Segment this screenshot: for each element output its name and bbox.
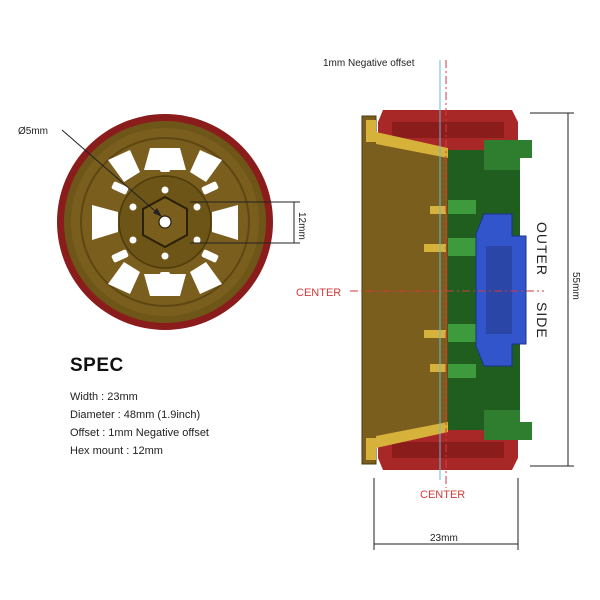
bore-leader-arrow [153,208,162,217]
side-label: SIDE [534,302,550,339]
rim-outer-lip-bottom [484,410,532,440]
spec-title: SPEC [70,355,124,376]
rim-flange-bottom [376,422,448,448]
rim-outer-lip-top [484,140,532,170]
window-bottom-left [108,262,140,294]
wheel-side-view [350,60,574,550]
rim-spokes-yellow [424,206,446,372]
width-dim-label: 23mm [430,533,458,544]
spec-offset: Offset : 1mm Negative offset [70,427,209,439]
spec-hex-mount: Hex mount : 12mm [70,445,163,457]
offset-label: 1mm Negative offset [323,58,415,69]
rim-inner-ring [80,137,250,307]
window-right [212,205,238,240]
hex-dim-label: 12mm [296,212,307,240]
spoke-windows [92,148,238,296]
wheel-front-view [57,114,300,330]
small-slots [111,150,219,294]
window-bottom-right [190,262,222,294]
spec-width: Width : 23mm [70,391,138,403]
rim-flange-top [376,132,448,158]
spec-panel: SPEC Width : 23mm Diameter : 48mm (1.9in… [70,355,290,463]
lug-holes [129,186,201,260]
tire-bottom-inner [392,442,504,458]
height-dim-label: 55mm [570,272,581,300]
rim-lip-bottom [366,438,376,460]
center-label-top: CENTER [296,287,341,299]
bore-leader-line [61,129,163,218]
hex-hub-face [486,246,512,334]
window-top-right [190,150,222,182]
tire-top-inner [392,122,504,138]
window-left [92,205,118,240]
spec-diameter: Diameter : 48mm (1.9inch) [70,409,201,421]
center-label-bottom: CENTER [420,489,465,501]
outer-label: OUTER [534,222,550,276]
rim-inner-half [361,115,449,465]
rim-lip-top [366,120,376,142]
center-bore [158,215,172,229]
window-top-left [108,150,140,182]
rim-spokes-green [448,200,484,378]
bore-label: Ø5mm [18,126,48,137]
